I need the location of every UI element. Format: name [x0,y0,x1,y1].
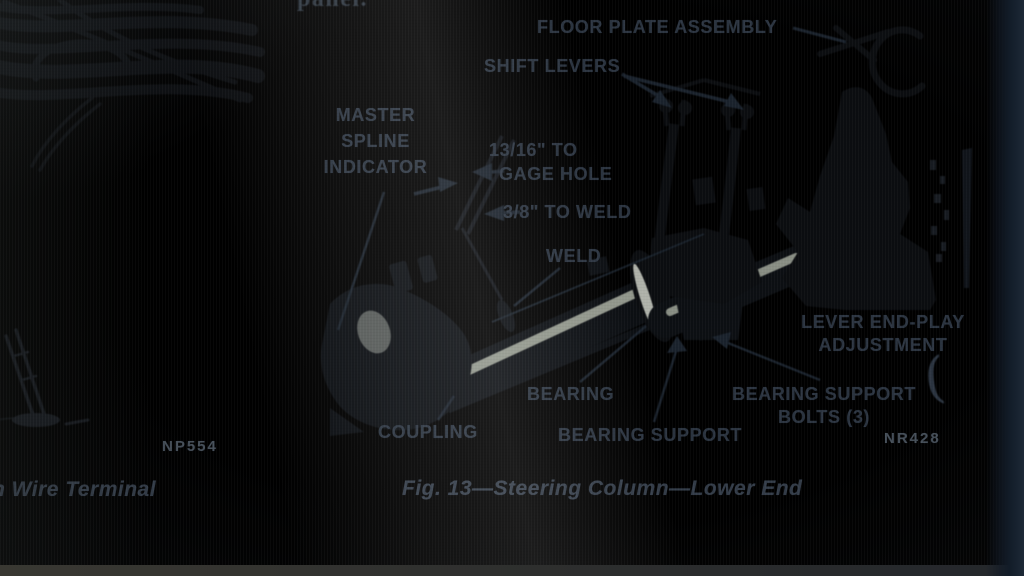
label-line: MASTER [335,105,416,125]
label-gage-hole-line1: 13/16" TO [489,140,578,160]
steering-column-drawing [320,25,972,436]
label-line: BOLTS (3) [777,407,871,427]
label-master-spline-indicator: MASTER SPLINE INDICATOR [303,102,448,180]
label-bearing: BEARING [527,384,615,404]
figure-caption: Fig. 13—Steering Column—Lower End [402,477,803,500]
photo-code-nr428: NR428 [884,430,941,447]
photo-code-np554: NP554 [162,438,218,455]
bottom-edge-band [0,565,1024,576]
label-bearing-support-bolts: BEARING SUPPORT BOLTS (3) [718,383,930,429]
label-weld-distance: 3/8" TO WELD [503,202,632,222]
label-gage-hole-line2: GAGE HOLE [499,164,613,184]
shift-levers-drawing [649,78,766,304]
label-weld: WELD [546,246,602,266]
label-line: ADJUSTMENT [818,335,948,355]
bracket-curve-mark [868,26,926,98]
wire-harness-drawing [0,0,265,172]
label-line: INDICATOR [323,157,428,177]
label-floor-plate-assembly: FLOOR PLATE ASSEMBLY [537,17,778,37]
master-spline-indicator-drawing [454,135,516,301]
label-bearing-support: BEARING SUPPORT [558,425,743,445]
label-line: LEVER END-PLAY [801,312,965,332]
halftone-speckles [930,160,949,262]
left-figure-caption: n Wire Terminal [0,478,157,501]
clipped-page-text: panel. [297,0,368,13]
right-edge-band [986,0,1024,576]
label-coupling: COUPLING [378,422,478,442]
leader-lines [336,26,847,423]
label-shift-levers: SHIFT LEVERS [484,56,621,76]
label-lever-end-play-adjustment: LEVER END-PLAY ADJUSTMENT [792,311,974,357]
label-line: SPLINE [341,131,410,151]
floor-plate-drawing [776,25,972,310]
wire-terminal-drawing [0,328,90,427]
label-line: BEARING SUPPORT [731,384,917,404]
coupling-drawing [320,255,472,436]
